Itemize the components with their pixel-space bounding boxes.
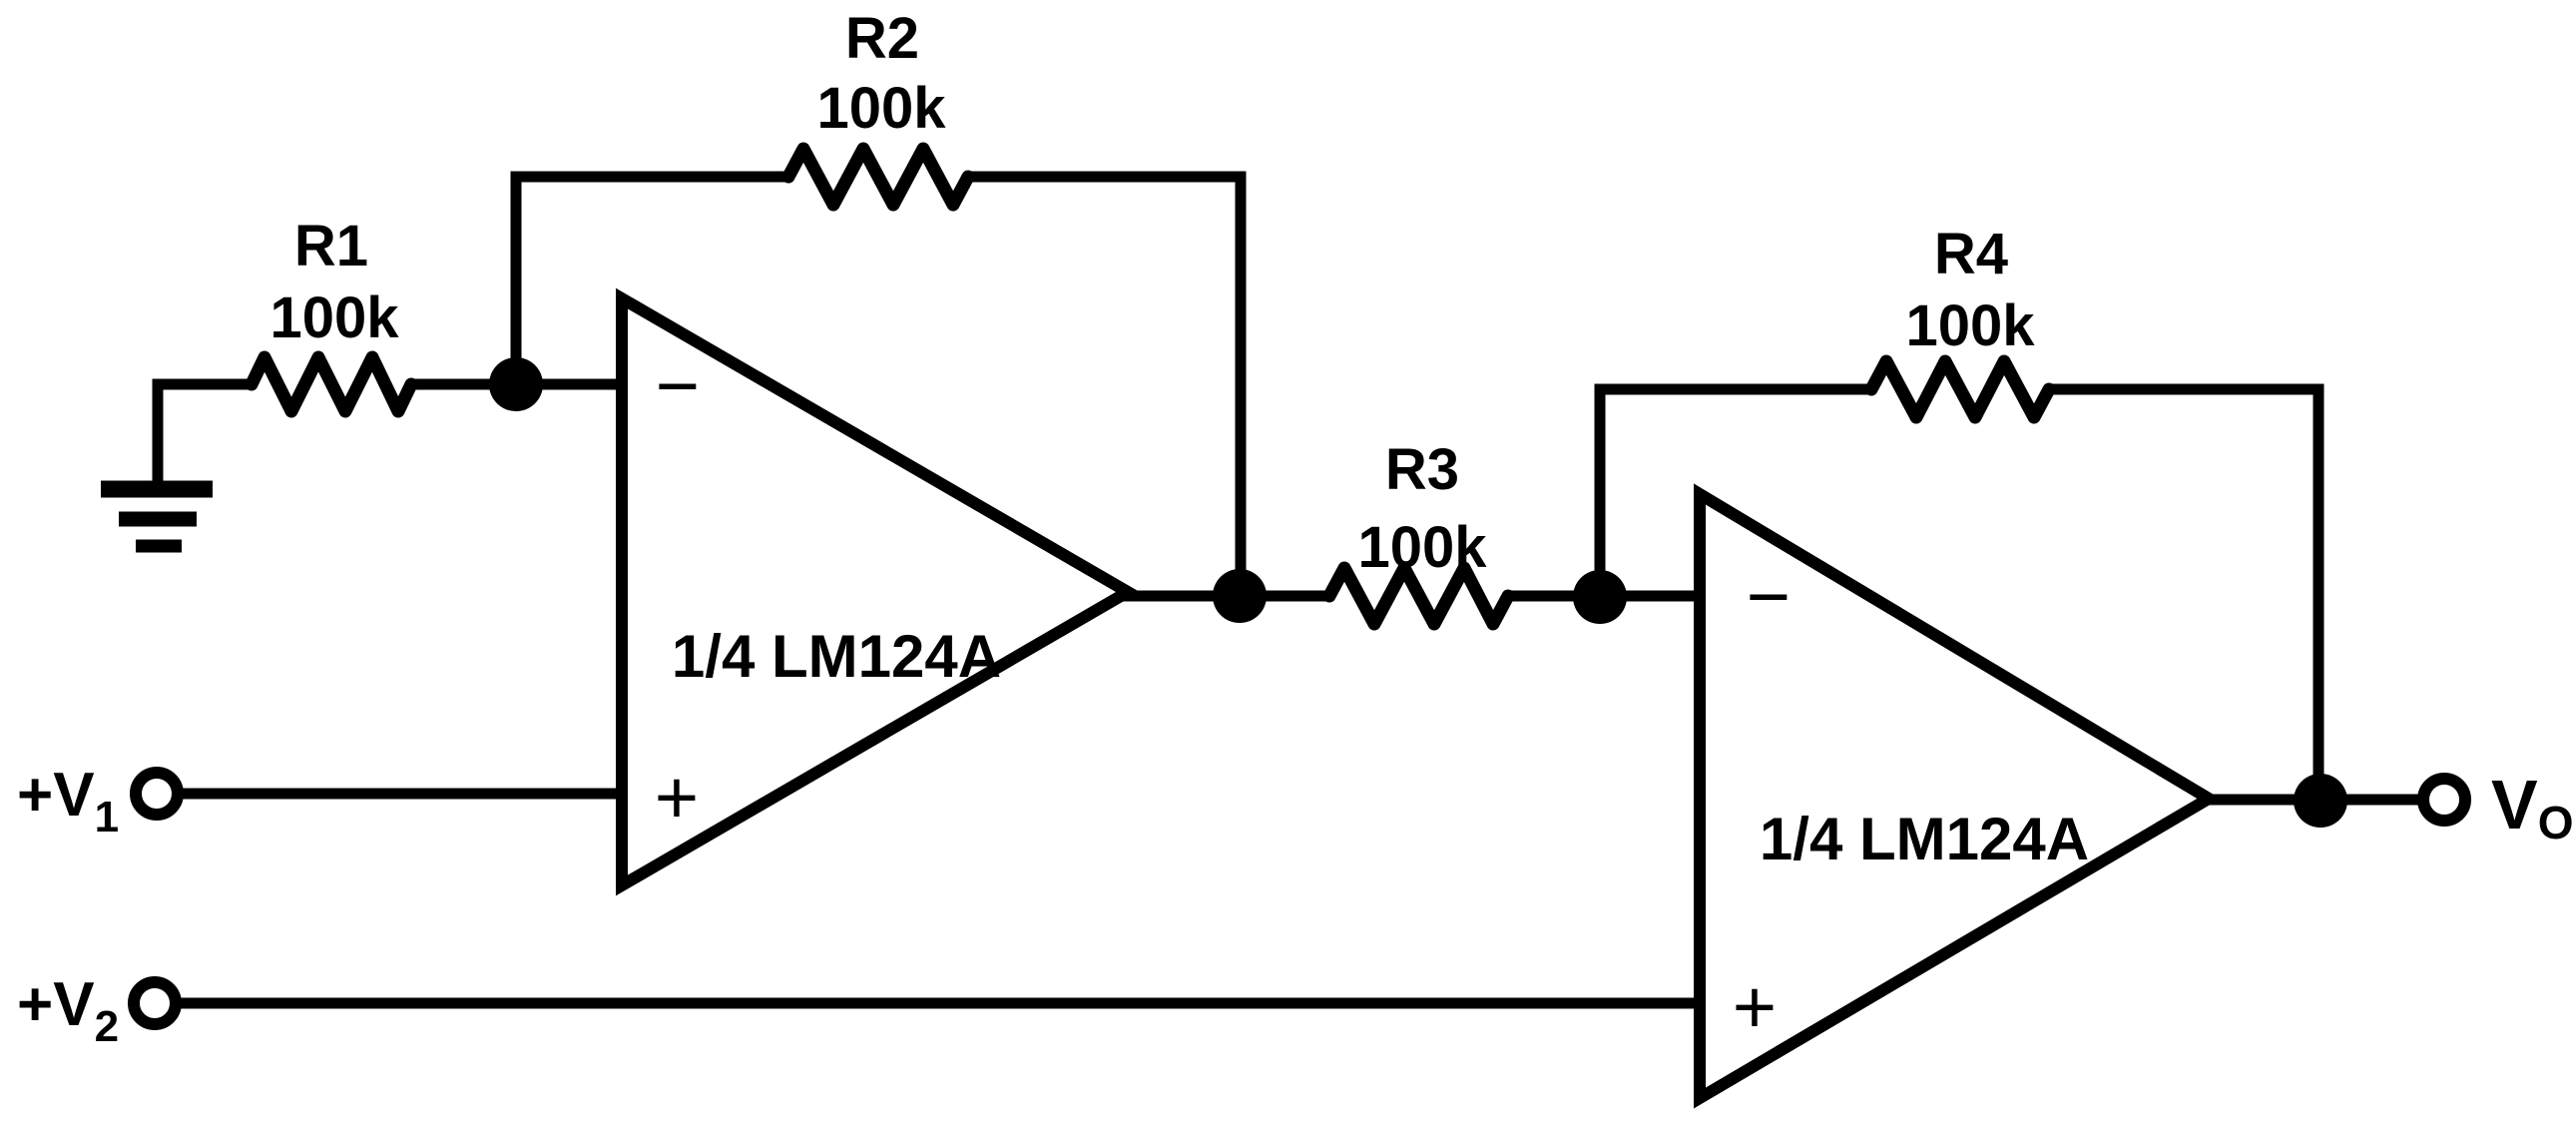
wire-node-up-to-r4 xyxy=(1594,383,1871,596)
junction-dot-opamp1-output xyxy=(1213,569,1267,623)
opamp1-plus-icon: + xyxy=(655,756,699,841)
opamp1-minus-icon: − xyxy=(656,344,700,429)
opamp1-body xyxy=(616,287,1140,896)
wire-node-up-to-r2 xyxy=(510,171,788,391)
opamp2-plus-icon: + xyxy=(1733,965,1777,1050)
resistor-r4-ref: R4 xyxy=(1934,222,2008,286)
opamp2-minus-icon: − xyxy=(1747,555,1791,640)
resistor-r1: R1 100k xyxy=(245,214,418,418)
junction-dot-opamp2-inverting xyxy=(1573,570,1627,624)
terminal-v2 xyxy=(128,976,182,1030)
label-vo: VO xyxy=(2491,766,2573,848)
label-v2: +V2 xyxy=(17,970,119,1051)
wire-r2-down-to-output-node xyxy=(968,171,1247,599)
opamp1: − + 1/4 LM124A xyxy=(616,287,1140,896)
wire-ground-to-r1 xyxy=(152,378,252,491)
junction-dot-opamp1-inverting xyxy=(489,357,543,411)
opamp2-label: 1/4 LM124A xyxy=(1760,806,2089,872)
resistor-r4-symbol xyxy=(1864,354,2056,424)
opamp2-body xyxy=(1694,483,2221,1109)
resistor-r3-value: 100k xyxy=(1357,515,1487,580)
resistor-r1-symbol xyxy=(245,350,418,418)
resistor-r2-symbol xyxy=(781,142,975,212)
resistor-r2-value: 100k xyxy=(816,76,946,141)
resistor-r3-ref: R3 xyxy=(1385,437,1459,502)
opamp1-label: 1/4 LM124A xyxy=(672,623,1001,690)
resistor-r4: R4 100k xyxy=(1864,222,2056,424)
resistor-r4-value: 100k xyxy=(1905,293,2035,358)
resistor-r1-value: 100k xyxy=(269,285,399,350)
resistor-r3: R3 100k xyxy=(1322,437,1515,631)
terminal-v1 xyxy=(130,767,184,821)
resistor-r2: R2 100k xyxy=(781,6,975,212)
ground-icon xyxy=(101,480,213,553)
opamp2: − + 1/4 LM124A xyxy=(1694,483,2221,1109)
junction-dot-opamp2-output xyxy=(2294,774,2347,828)
resistor-r3-symbol xyxy=(1322,561,1515,631)
terminal-vo xyxy=(2417,773,2471,827)
label-v1: +V1 xyxy=(17,761,119,842)
resistor-r2-ref: R2 xyxy=(845,6,919,71)
wire-r4-down-to-output-node xyxy=(2049,383,2324,801)
resistor-r1-ref: R1 xyxy=(294,214,368,279)
